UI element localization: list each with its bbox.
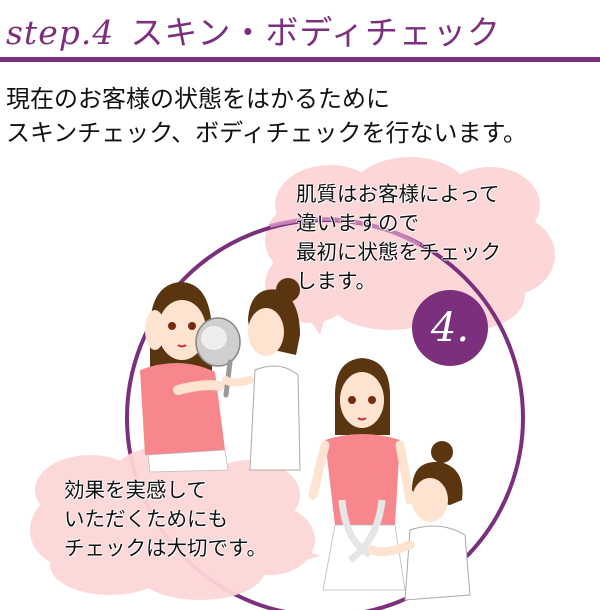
step-heading: スキン・ボディチェック bbox=[130, 13, 502, 52]
step-header: step.4 スキン・ボディチェック bbox=[0, 0, 600, 62]
step-badge: 4. bbox=[412, 290, 488, 366]
bubble-line: チェックは大切です。 bbox=[64, 536, 267, 560]
bubble-line: 効果を実感して bbox=[64, 478, 207, 502]
bubble-line: 肌質はお客様によって bbox=[296, 182, 500, 206]
bubble-line: します。 bbox=[296, 269, 376, 293]
speech-bubble-bottom-text: 効果を実感して いただくためにも チェックは大切です。 bbox=[64, 476, 267, 563]
client-skin-check-figure bbox=[140, 282, 229, 473]
esthetician-figure-right bbox=[367, 441, 471, 601]
esthetician-figure-left bbox=[222, 278, 301, 471]
hand-mirror bbox=[195, 317, 241, 398]
bubble-line: 最初に状態をチェック bbox=[296, 240, 501, 264]
bubble-line: いただくためにも bbox=[64, 507, 228, 531]
speech-bubble-bottom bbox=[30, 445, 320, 600]
step-number: step.4 bbox=[6, 13, 115, 52]
intro-line: スキンチェック、ボディチェックを行ないます。 bbox=[6, 119, 528, 147]
step-title: step.4 スキン・ボディチェック bbox=[6, 6, 501, 54]
bubble-line: 違いますので bbox=[296, 211, 419, 235]
intro-text: 現在のお客様の状態をはかるために スキンチェック、ボディチェックを行ないます。 bbox=[6, 82, 527, 150]
header-divider bbox=[0, 57, 600, 62]
measuring-tape bbox=[338, 499, 386, 563]
intro-line: 現在のお客様の状態をはかるために bbox=[6, 85, 390, 113]
speech-bubble-top-text: 肌質はお客様によって 違いますので 最初に状態をチェック します。 bbox=[296, 180, 501, 296]
client-body-check-figure bbox=[308, 358, 415, 591]
